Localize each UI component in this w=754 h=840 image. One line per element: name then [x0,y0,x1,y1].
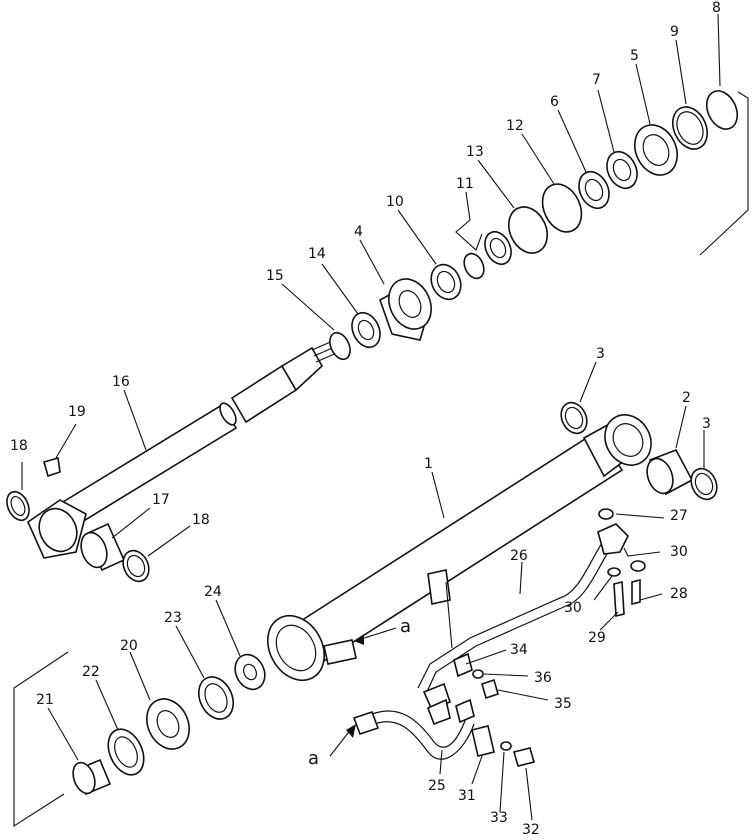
callout-3-right: 3 [702,416,711,432]
bolt-28 [631,578,641,606]
ring-7 [606,150,638,190]
callout-18-left: 18 [10,438,28,454]
nut-14 [351,311,381,349]
callout-11: 11 [456,176,474,192]
callout-36: 36 [534,670,552,686]
callout-21: 21 [36,692,54,708]
elbow-fittings [422,682,475,726]
callout-29: 29 [588,630,606,646]
ring-8 [705,90,739,130]
bushing-18-left [6,490,30,522]
callout-16: 16 [112,374,130,390]
clamp-31 [471,725,495,757]
piston-rod-16 [56,339,340,530]
ring-12 [541,183,583,233]
bushing-2 [646,448,694,496]
callout-7: 7 [592,72,601,88]
washer-36 [472,669,484,679]
callout-31: 31 [458,788,476,804]
bushing-17 [80,522,126,572]
ring-10 [430,263,462,301]
callout-8: 8 [712,0,721,16]
washer-30-lower [607,567,621,577]
bushing-3-top [560,401,588,435]
callout-13: 13 [466,144,484,160]
piston-4 [379,278,432,341]
seal-11 [463,230,512,280]
grease-fitting-19 [43,456,61,478]
ring-22 [107,728,145,776]
cylinder-head-5 [634,124,678,176]
bolt-32 [513,747,535,767]
callout-9: 9 [670,24,679,40]
callout-30-upper: 30 [670,544,688,560]
piston-20 [146,698,190,750]
callout-18-right: 18 [192,512,210,528]
washer-30-upper [630,560,646,572]
callout-14: 14 [308,246,326,262]
clamp-34 [453,652,473,678]
pipe-25 [352,710,475,760]
callout-4: 4 [354,224,363,240]
ring-23 [197,676,235,720]
callout-17: 17 [152,492,170,508]
flange-block [597,523,629,555]
connector-a-bottom [329,724,356,757]
callout-3-top: 3 [596,346,605,362]
seal-6 [578,170,610,210]
ring-15 [329,331,351,361]
callout-27: 27 [670,508,688,524]
callout-20: 20 [120,638,138,654]
callout-22: 22 [82,664,100,680]
callout-2: 2 [682,390,691,406]
kit-bracket-left [13,651,69,828]
callout-32: 32 [522,822,540,838]
ring-9 [671,106,709,150]
connector-label-a-top: a [400,616,411,637]
callout-5: 5 [630,48,639,64]
callout-34: 34 [510,642,528,658]
callout-33: 33 [490,810,508,826]
callout-24: 24 [204,584,222,600]
washer-33 [500,741,512,751]
callout-23: 23 [164,610,182,626]
o-ring-27 [598,508,614,520]
callout-28: 28 [670,586,688,602]
callout-1: 1 [424,456,433,472]
callout-10: 10 [386,194,404,210]
callout-30-lower: 30 [564,600,582,616]
rod-eye-bracket [26,499,87,559]
bolt-29 [613,580,625,618]
pipe-26 [417,539,613,695]
bolt-35 [481,678,499,700]
kit-bracket-right [699,91,749,256]
connector-label-a-bottom: a [308,748,319,769]
nut-24 [234,653,266,691]
bushing-3-right [690,467,718,501]
callout-35: 35 [554,696,572,712]
callout-19: 19 [68,404,86,420]
cylinder-tube-1 [266,414,652,681]
connector-a-top [354,627,397,645]
leader-lines [21,13,721,821]
ring-13 [507,206,549,254]
bushing-18-right [122,549,150,583]
callout-15: 15 [266,268,284,284]
callout-labels: 1 2 3 3 4 5 6 7 8 9 10 11 12 13 14 15 16… [10,0,721,838]
callout-6: 6 [550,94,559,110]
ring-21 [72,758,112,796]
callout-12: 12 [506,118,524,134]
callout-25: 25 [428,778,446,794]
callout-26: 26 [510,548,528,564]
